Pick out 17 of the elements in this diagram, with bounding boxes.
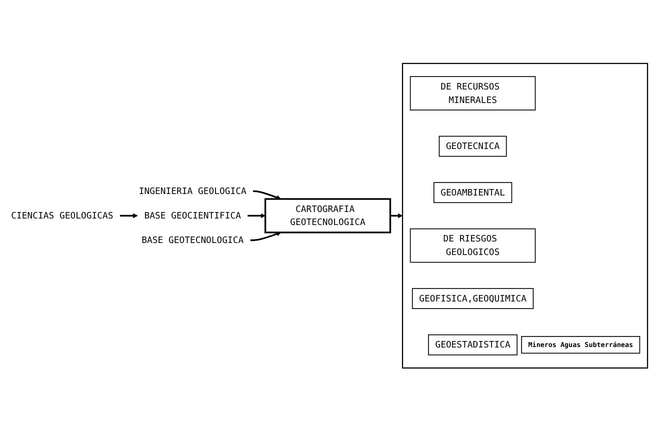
node-text: BASE GEOCIENTIFICA xyxy=(144,210,241,222)
node-box: DE RIESGOS GEOLOGICOS xyxy=(410,228,536,263)
cluster xyxy=(402,63,648,369)
arrow xyxy=(248,214,266,218)
arrow xyxy=(390,214,403,218)
node-box: CARTOGRAFIA GEOTECNOLOGICA xyxy=(264,198,392,234)
node-text: BASE GEOTECNOLOGICA xyxy=(142,234,244,246)
node-box: GEOTECNICA xyxy=(438,136,507,157)
node-box: DE RECURSOS MINERALES xyxy=(410,76,536,111)
arrow xyxy=(253,190,282,200)
node-box: GEOESTADISTICA xyxy=(428,334,518,356)
node-box: GEOFISICA,GEOQUIMICA xyxy=(412,288,534,310)
arrow xyxy=(250,232,282,242)
node-box: GEOAMBIENTAL xyxy=(433,182,512,204)
node-text: INGENIERIA GEOLOGICA xyxy=(138,186,246,196)
arrow xyxy=(120,214,138,218)
node-text: CIENCIAS GEOLOGICAS xyxy=(11,210,114,222)
